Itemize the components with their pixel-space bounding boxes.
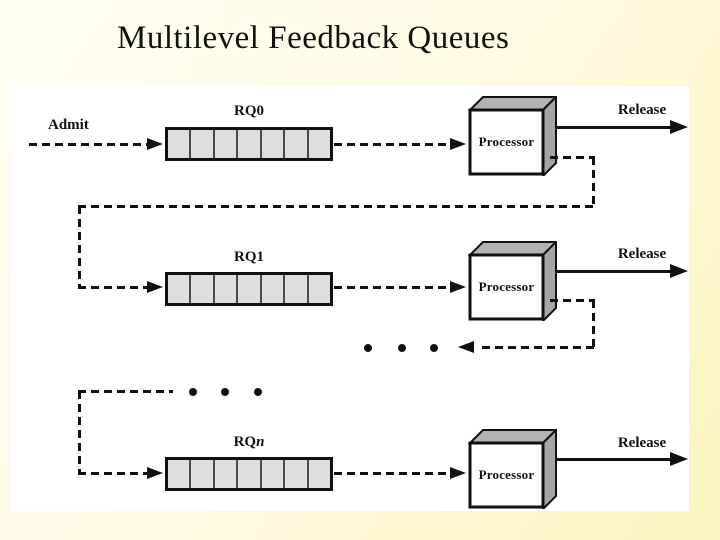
queue-cell: [262, 275, 286, 303]
feedback1-drop-segment: [592, 157, 595, 208]
feedback1-exit-segment: [550, 156, 595, 159]
admit-arrowhead-icon: [147, 138, 163, 150]
ellipsis-dot-icon: [398, 344, 406, 352]
diagram-panel: Admit RQ0 Processor Release RQ1 Processo…: [10, 86, 689, 511]
release-label-3: Release: [617, 435, 667, 451]
ready-queue-rq1: [165, 272, 333, 306]
queue-label-prefix: RQ: [234, 103, 257, 119]
queue-label-prefix: RQ: [234, 249, 257, 265]
queue-cell: [309, 275, 330, 303]
feedback3-arrowhead-icon: [147, 467, 163, 479]
queue-cell: [191, 460, 215, 488]
queue-label-suffix: 0: [256, 103, 265, 119]
queue-cell: [168, 275, 192, 303]
release-arrow-line-1: [556, 126, 670, 129]
box-top-face: [468, 429, 557, 444]
release-arrowhead-icon: [670, 120, 688, 134]
queue-to-processor-line-rq0: [334, 143, 451, 146]
feedback2-return-segment: [482, 346, 595, 349]
queue-cell: [238, 275, 262, 303]
queue-cell: [238, 460, 262, 488]
queue-cell: [262, 130, 286, 158]
feedback3-down-segment: [78, 391, 81, 474]
box-right-face: [542, 96, 557, 176]
box-top-face: [468, 241, 557, 256]
queue-label-prefix: RQ: [233, 434, 257, 450]
queue-cell: [285, 460, 309, 488]
queue-cell: [238, 130, 262, 158]
release-arrow-line-3: [556, 458, 670, 461]
queue-cell: [285, 130, 309, 158]
queue-cell: [309, 460, 330, 488]
queue-label-rqn: RQn: [165, 434, 333, 451]
queue-label-rq0: RQ0: [165, 103, 333, 120]
queue-cell: [262, 460, 286, 488]
queue-cell: [168, 460, 192, 488]
box-top-face: [468, 96, 557, 111]
feedback3-return-segment: [78, 390, 173, 393]
queue-cell: [191, 130, 215, 158]
box-front-face: [468, 108, 545, 176]
page-title: Multilevel Feedback Queues: [117, 20, 510, 56]
processor-label: Processor: [478, 134, 535, 149]
ellipsis-dot-icon: [189, 388, 197, 396]
ellipsis-dot-icon: [364, 344, 372, 352]
feedback2-arrowhead-icon: [458, 341, 474, 353]
feedback1-return-segment: [78, 205, 595, 208]
feedback2-drop-segment: [592, 300, 595, 349]
queue-label-suffix: 1: [256, 249, 265, 265]
queue-to-processor-line-rq1: [334, 286, 451, 289]
ellipsis-dot-icon: [254, 388, 262, 396]
queue-to-processor-arrowhead-icon: [450, 281, 466, 293]
feedback3-entry-segment: [78, 472, 148, 475]
processor-label: Processor: [478, 467, 535, 482]
release-arrowhead-icon: [670, 264, 688, 278]
ellipsis-dot-icon: [430, 344, 438, 352]
box-right-face: [542, 241, 557, 321]
queue-cell: [191, 275, 215, 303]
queue-cell: [309, 130, 330, 158]
queue-cell: [215, 460, 239, 488]
queue-cell: [215, 130, 239, 158]
ready-queue-rq0: [165, 127, 333, 161]
release-label-1: Release: [617, 102, 667, 118]
admit-label: Admit: [48, 117, 89, 133]
queue-cell: [168, 130, 192, 158]
queue-to-processor-line-rqn: [334, 472, 451, 475]
box-right-face: [542, 429, 557, 509]
queue-to-processor-arrowhead-icon: [450, 467, 466, 479]
ready-queue-rqn: [165, 457, 333, 491]
release-label-2: Release: [617, 246, 667, 262]
feedback1-entry-segment: [78, 286, 148, 289]
feedback1-arrowhead-icon: [147, 281, 163, 293]
processor-3d-box: [468, 429, 557, 509]
admit-arrow-line: [29, 143, 148, 146]
box-front-face: [468, 253, 545, 321]
queue-to-processor-arrowhead-icon: [450, 138, 466, 150]
queue-cell: [215, 275, 239, 303]
box-front-face: [468, 441, 545, 509]
queue-label-suffix: n: [256, 434, 265, 450]
feedback2-exit-segment: [550, 299, 595, 302]
processor-label: Processor: [478, 279, 535, 294]
release-arrow-line-2: [556, 270, 670, 273]
release-arrowhead-icon: [670, 452, 688, 466]
queue-cell: [285, 275, 309, 303]
feedback1-down-segment: [78, 206, 81, 288]
queue-label-rq1: RQ1: [165, 249, 333, 266]
ellipsis-dot-icon: [221, 388, 229, 396]
